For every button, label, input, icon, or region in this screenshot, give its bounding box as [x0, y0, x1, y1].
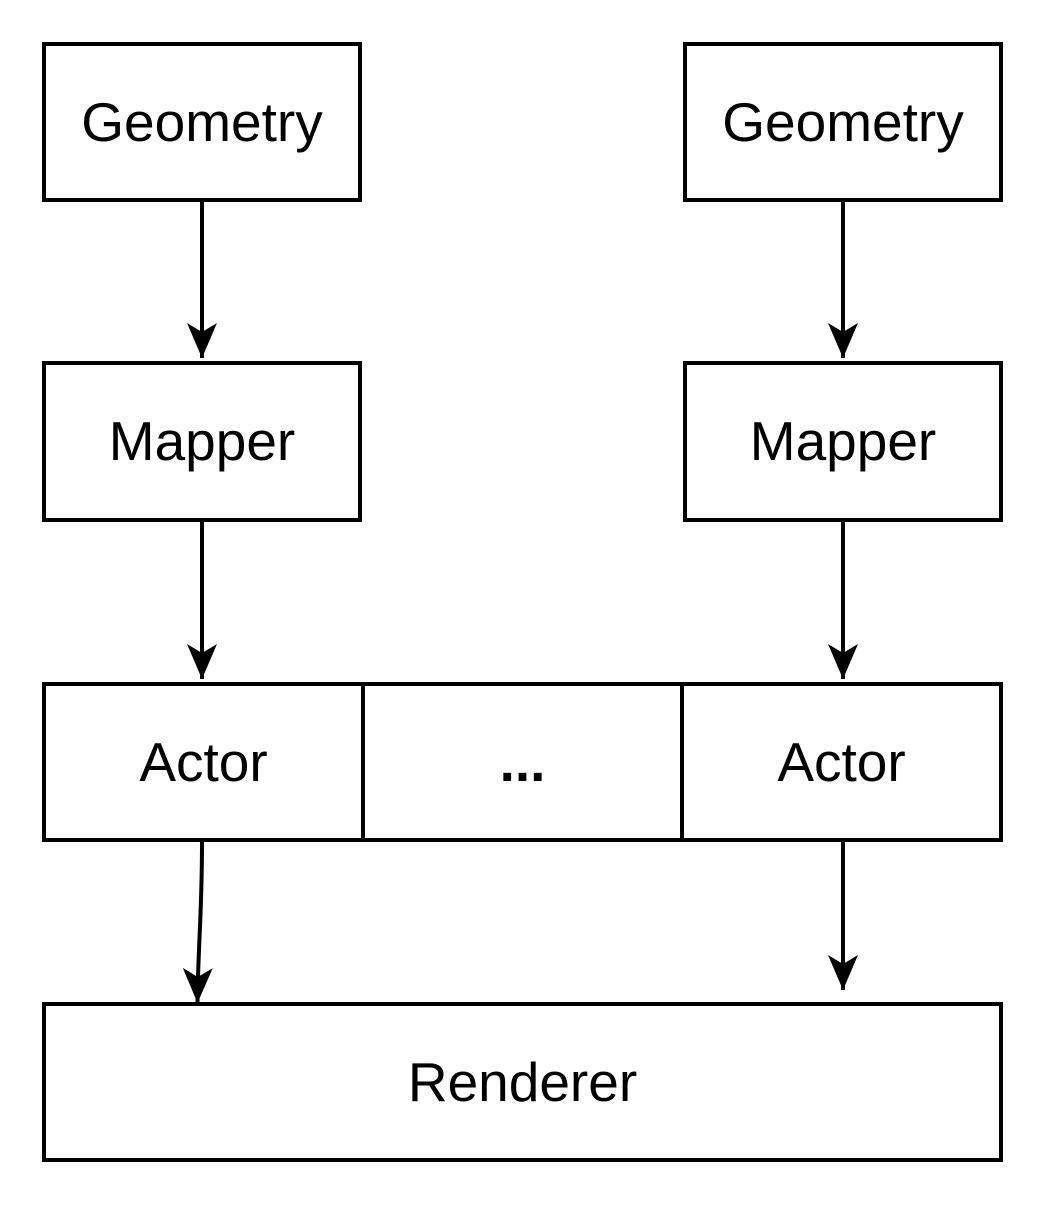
geometry-box-right: Geometry [683, 42, 1003, 202]
mapper-label-right: Mapper [749, 410, 937, 472]
geometry-label-right: Geometry [722, 90, 964, 153]
arrow-actor-left-to-renderer [182, 841, 213, 1004]
actor-row: Actor ... Actor [42, 682, 1003, 842]
geometry-label-left: Geometry [81, 90, 323, 153]
ellipsis-box: ... [361, 686, 680, 838]
renderer-box: Renderer [42, 1002, 1003, 1162]
mapper-box-left: Mapper [42, 361, 362, 522]
mapper-box-right: Mapper [683, 361, 1003, 522]
actor-label-right: Actor [777, 730, 906, 793]
renderer-label: Renderer [407, 1050, 638, 1113]
ellipsis-label: ... [499, 730, 546, 793]
actor-box-left: Actor [46, 686, 361, 838]
actor-label-left: Actor [139, 730, 268, 793]
mapper-label-left: Mapper [108, 410, 296, 472]
actor-box-right: Actor [680, 686, 999, 838]
geometry-box-left: Geometry [42, 42, 362, 202]
